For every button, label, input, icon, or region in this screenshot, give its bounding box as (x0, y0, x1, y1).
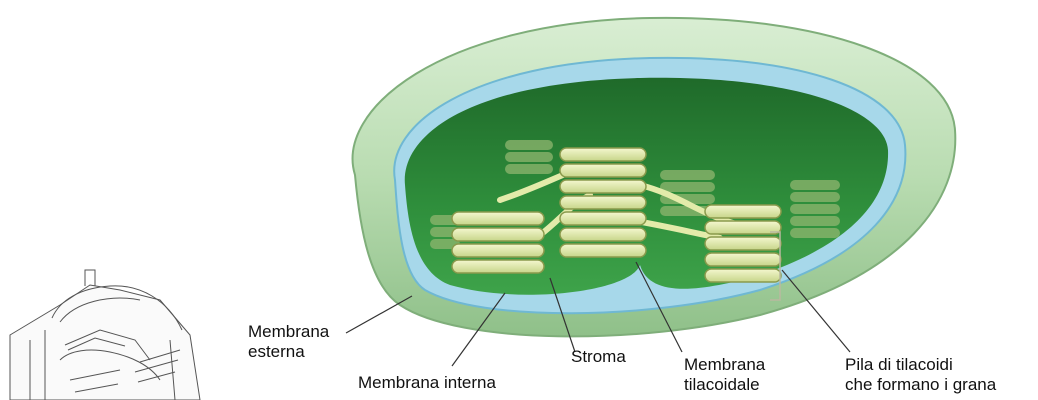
label-outer-membrane: Membrana esterna (248, 322, 329, 362)
label-thylakoid-membrane: Membrana tilacoidale (684, 355, 765, 395)
label-grana-stack: Pila di tilacoidi che formano i grana (845, 355, 996, 395)
label-grana-line1: Pila di tilacoidi (845, 355, 996, 375)
cell-thumbnail (10, 270, 200, 400)
granum-right (705, 205, 781, 282)
label-stroma: Stroma (571, 347, 626, 367)
label-thylakoid-line2: tilacoidale (684, 375, 765, 395)
label-outer-membrane-line2: esterna (248, 342, 329, 362)
label-inner-membrane: Membrana interna (358, 373, 496, 393)
label-grana-line2: che formano i grana (845, 375, 996, 395)
granum-center (560, 148, 646, 257)
label-thylakoid-line1: Membrana (684, 355, 765, 375)
label-outer-membrane-line1: Membrana (248, 322, 329, 342)
leader-outer-membrane (346, 296, 412, 333)
